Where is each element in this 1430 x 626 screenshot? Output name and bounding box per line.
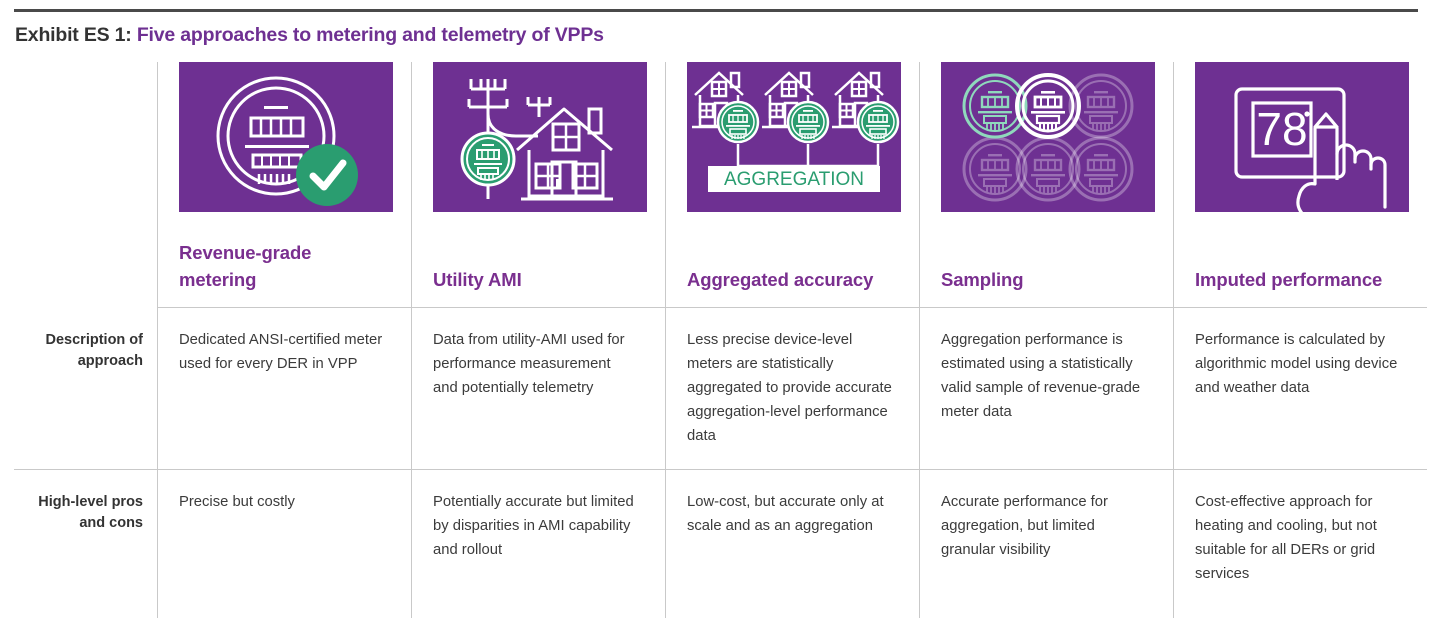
table-cell-description-aggregated-accuracy: Less precise device-level meters are sta… bbox=[665, 307, 919, 469]
cell-text: Data from utility-AMI used for performan… bbox=[433, 332, 625, 396]
table-cell-description-sampling: Aggregation performance is estimated usi… bbox=[919, 307, 1173, 469]
aggregation-label: AGGREGATION bbox=[724, 169, 864, 190]
table-cell-proscons-imputed-performance: Cost-effective approach for heating and … bbox=[1173, 469, 1427, 618]
cell-text: Aggregation performance is estimated usi… bbox=[941, 332, 1141, 420]
row-label-high-level-pros-and-cons: High-level pros and cons bbox=[14, 469, 157, 618]
cell-text: Performance is calculated by algorithmic… bbox=[1195, 332, 1398, 396]
top-rule-divider bbox=[14, 9, 1418, 12]
column-heading-imputed-performance: Imputed performance bbox=[1195, 268, 1383, 290]
utility-pole-house-meter-icon bbox=[433, 62, 647, 212]
meter-grid-sampling-icon bbox=[941, 62, 1155, 212]
cell-text: Cost-effective approach for heating and … bbox=[1195, 494, 1377, 582]
cell-text: Less precise device-level meters are sta… bbox=[687, 332, 892, 444]
table-cell-proscons-aggregated-accuracy: Low-cost, but accurate only at scale and… bbox=[665, 469, 919, 618]
column-aggregated-accuracy: AGGREGATION Aggregated accuracy bbox=[665, 62, 919, 307]
column-revenue-grade-metering: Revenue-grade metering bbox=[157, 62, 411, 307]
column-heading-aggregated-accuracy: Aggregated accuracy bbox=[687, 268, 874, 290]
approaches-table: Revenue-grade metering bbox=[14, 62, 1427, 618]
column-heading-utility-ami: Utility AMI bbox=[433, 268, 522, 290]
row-label-text: High-level pros and cons bbox=[38, 494, 143, 532]
column-heading-sampling: Sampling bbox=[941, 268, 1024, 290]
thermostat-finger-icon: 78 bbox=[1195, 62, 1409, 212]
three-houses-aggregation-icon: AGGREGATION bbox=[687, 62, 901, 212]
row-label-text: Description of approach bbox=[45, 332, 143, 370]
table-cell-description-revenue-grade-metering: Dedicated ANSI-certified meter used for … bbox=[157, 307, 411, 469]
page-title: Exhibit ES 1: Five approaches to meterin… bbox=[15, 24, 604, 47]
cell-text: Precise but costly bbox=[179, 494, 295, 510]
cell-text: Potentially accurate but limited by disp… bbox=[433, 494, 634, 558]
table-cell-proscons-utility-ami: Potentially accurate but limited by disp… bbox=[411, 469, 665, 618]
table-corner-spacer bbox=[14, 62, 157, 307]
meter-with-check-badge-icon bbox=[179, 62, 393, 212]
column-sampling: Sampling bbox=[919, 62, 1173, 307]
cell-text: Accurate performance for aggregation, bu… bbox=[941, 494, 1108, 558]
column-heading-revenue-grade-metering: Revenue-grade metering bbox=[179, 242, 312, 290]
cell-text: Dedicated ANSI-certified meter used for … bbox=[179, 332, 383, 372]
cell-text: Low-cost, but accurate only at scale and… bbox=[687, 494, 884, 534]
table-cell-description-utility-ami: Data from utility-AMI used for performan… bbox=[411, 307, 665, 469]
thermostat-temperature: 78 bbox=[1256, 103, 1307, 155]
table-cell-proscons-revenue-grade-metering: Precise but costly bbox=[157, 469, 411, 618]
exhibit-title-text: Five approaches to metering and telemetr… bbox=[136, 24, 604, 46]
table-cell-description-imputed-performance: Performance is calculated by algorithmic… bbox=[1173, 307, 1427, 469]
table-cell-proscons-sampling: Accurate performance for aggregation, bu… bbox=[919, 469, 1173, 618]
column-utility-ami: Utility AMI bbox=[411, 62, 665, 307]
row-label-description-of-approach: Description of approach bbox=[14, 307, 157, 469]
exhibit-label: Exhibit ES 1: bbox=[15, 24, 132, 46]
column-imputed-performance: 78 Imputed performance bbox=[1173, 62, 1427, 307]
